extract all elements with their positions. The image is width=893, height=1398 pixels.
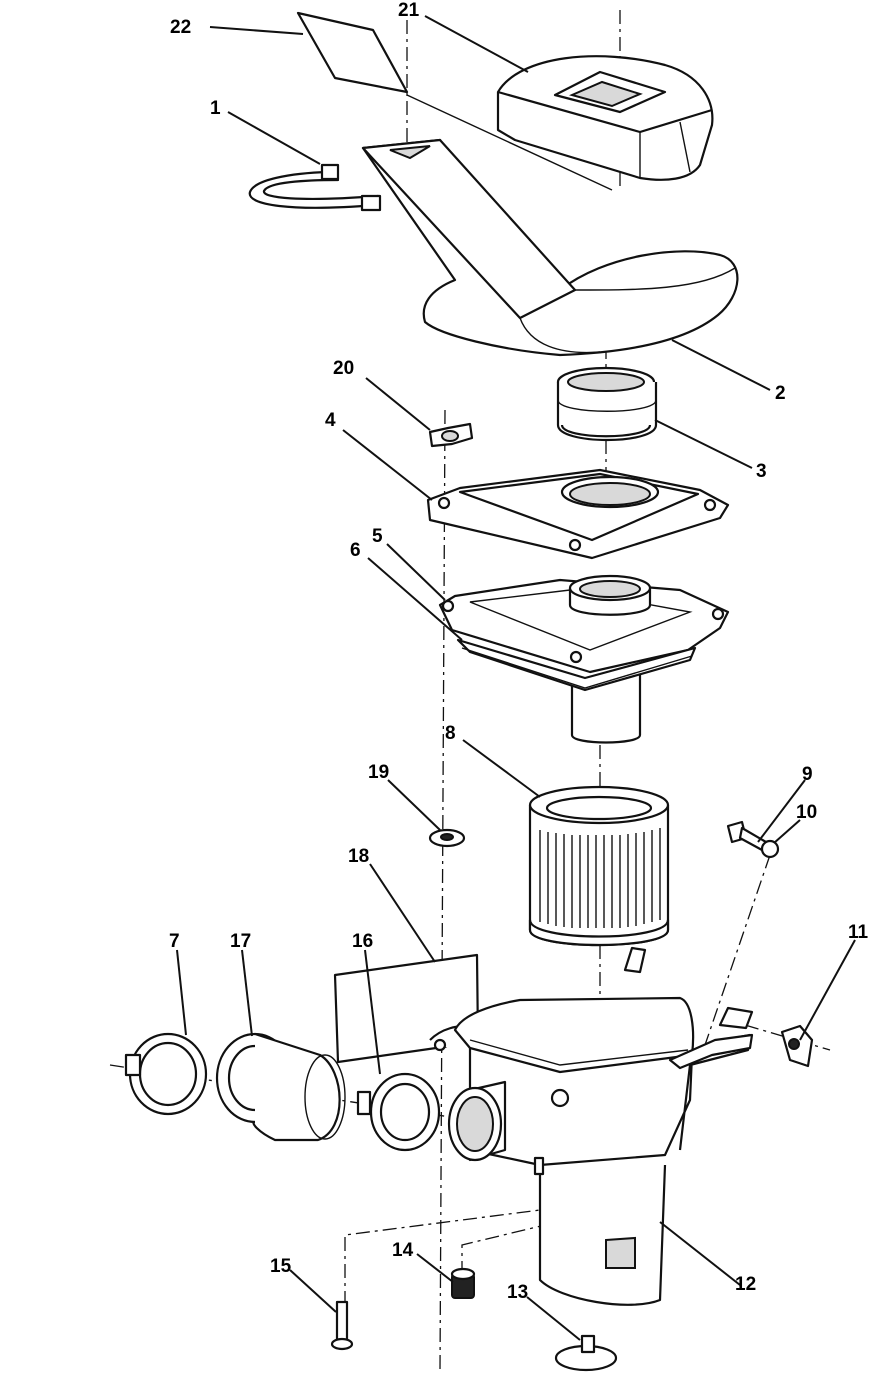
part-22-decal	[296, 11, 409, 94]
part-10-washer	[760, 839, 780, 859]
part-20-wing-nut	[428, 422, 474, 448]
callout-7: 7	[169, 931, 180, 952]
callout-20: 20	[333, 358, 354, 379]
callout-22: 22	[170, 17, 191, 38]
part-21-intake-cap	[406, 55, 714, 191]
callout-5: 5	[372, 526, 383, 547]
part-2-intake-boot	[361, 138, 739, 357]
part-3-sleeve	[556, 366, 658, 442]
callout-19: 19	[368, 762, 389, 783]
callout-17: 17	[230, 931, 251, 952]
part-14-drain-cap	[450, 1267, 476, 1299]
callout-6: 6	[350, 540, 361, 561]
part-5-housing-top	[438, 574, 730, 744]
part-15-screw	[330, 1300, 354, 1351]
callout-10: 10	[796, 802, 817, 823]
part-17-coupler	[215, 1032, 346, 1142]
callout-labels: 1 2 3 4 5 6 7 8 9 10 11 12 13 14 15 16 1…	[169, 0, 869, 1303]
part-8-filter-element	[528, 785, 670, 947]
callout-14: 14	[392, 1240, 414, 1261]
callout-16: 16	[352, 931, 373, 952]
callout-13: 13	[507, 1282, 528, 1303]
part-11-clip	[780, 1024, 814, 1068]
part-12-airbox-base	[429, 946, 754, 1306]
callout-18: 18	[348, 846, 369, 867]
part-6-gasket	[456, 638, 697, 692]
callout-21: 21	[398, 0, 420, 21]
part-13-drain-valve	[554, 1334, 618, 1372]
part-4-filter-cover	[426, 468, 730, 560]
callout-12: 12	[735, 1274, 756, 1295]
callout-4: 4	[325, 410, 336, 431]
part-1-clamp-band	[248, 163, 382, 212]
callout-2: 2	[775, 383, 786, 404]
leader-lines	[176, 15, 856, 1341]
callout-15: 15	[270, 1256, 292, 1277]
callout-3: 3	[756, 461, 767, 482]
part-19-washer	[428, 828, 466, 848]
callout-1: 1	[210, 98, 221, 119]
part-16-clamp	[356, 1072, 441, 1152]
callout-11: 11	[848, 922, 869, 943]
callout-8: 8	[445, 723, 456, 744]
callout-9: 9	[802, 764, 813, 785]
part-7-band-clamp	[124, 1032, 208, 1116]
part-9-bolt	[726, 820, 768, 852]
